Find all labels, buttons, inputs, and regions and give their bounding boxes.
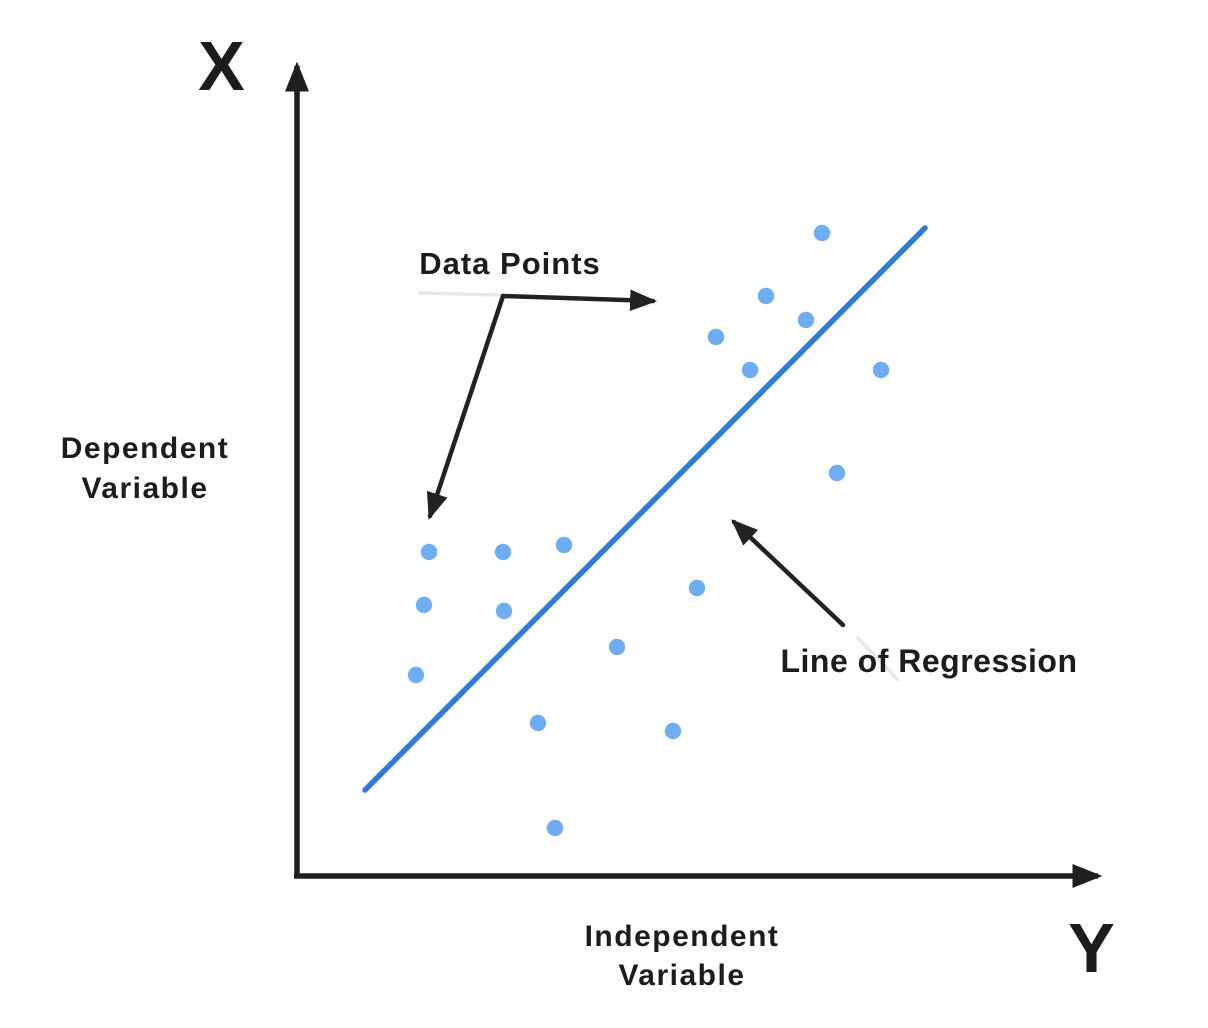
data-point — [608, 638, 626, 656]
data-point — [813, 224, 831, 242]
data-point — [407, 666, 425, 684]
data-points-annotation-label: Data Points — [419, 246, 601, 281]
annotation-arrow — [731, 519, 846, 628]
data-point — [797, 311, 815, 329]
smudge-artifact — [856, 636, 900, 682]
smudge-artifact — [418, 291, 502, 297]
annotation-arrow — [500, 289, 658, 312]
data-point — [420, 543, 438, 561]
dependent-variable-label-line2: Variable — [81, 472, 208, 505]
data-point — [741, 361, 759, 379]
data-point — [555, 536, 573, 554]
data-point — [828, 464, 846, 482]
data-point — [757, 287, 775, 305]
line-of-regression-annotation-label: Line of Regression — [780, 643, 1077, 679]
data-point — [415, 596, 433, 614]
data-point — [494, 543, 512, 561]
data-point — [688, 579, 706, 597]
independent-variable-label-line2: Variable — [618, 959, 745, 992]
data-point — [529, 714, 547, 732]
data-point — [495, 602, 513, 620]
data-point — [707, 328, 725, 346]
data-point — [546, 819, 564, 837]
vertical-axis-letter: X — [198, 27, 246, 105]
independent-variable-label-line1: Independent — [585, 920, 780, 953]
annotation-arrow — [426, 293, 506, 520]
scatter-points-layer — [407, 224, 890, 837]
horizontal-axis-letter: Y — [1068, 909, 1116, 987]
data-point — [664, 722, 682, 740]
dependent-variable-label-line1: Dependent — [61, 432, 230, 465]
data-point — [872, 361, 890, 379]
regression-line — [362, 225, 928, 793]
annotation-arrows-layer — [426, 289, 846, 628]
